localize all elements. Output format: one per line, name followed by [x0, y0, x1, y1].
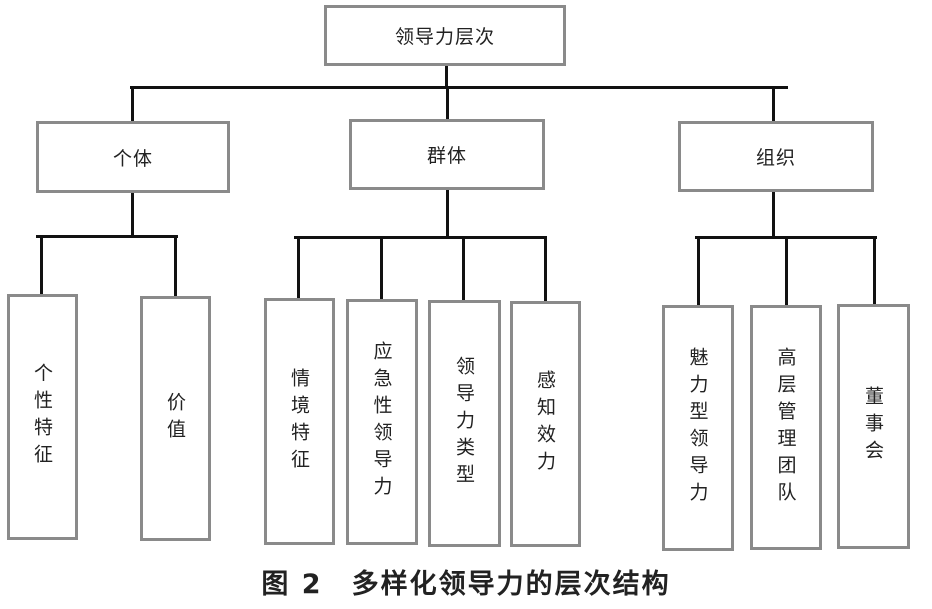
leaf-node-label: 领导力类型	[453, 356, 475, 491]
level-node-organization: 组织	[678, 121, 874, 192]
root-node: 领导力层次	[324, 5, 566, 66]
level-node-label: 个体	[112, 147, 153, 170]
figure-caption: 图 2 多样化领导力的层次结构	[261, 569, 671, 600]
level-bar	[130, 86, 788, 89]
leaf-node-label: 董事会	[862, 386, 884, 467]
leaf-node: 感知效力	[510, 301, 581, 547]
leaf-node-label: 情境特征	[288, 367, 310, 476]
leaf-node-label: 感知效力	[534, 370, 556, 478]
leaf-node-label: 价值	[164, 391, 186, 446]
org-leaf-drop	[785, 236, 788, 306]
leaf-node: 应急性领导力	[346, 299, 418, 545]
root-node-label: 领导力层次	[394, 26, 495, 48]
leaf-node: 魅力型领导力	[662, 305, 734, 551]
level-node-individual: 个体	[36, 121, 230, 193]
individual-leaf-drop	[40, 235, 43, 295]
group-leaf-drop	[380, 236, 383, 300]
leaf-node-label: 应急性领导力	[370, 341, 393, 503]
individual-leaf-drop	[174, 235, 177, 297]
level-node-label: 组织	[755, 147, 796, 169]
group-stem	[446, 188, 449, 238]
org-leaf-drop	[873, 236, 876, 306]
group-leaf-drop	[544, 236, 547, 302]
leaf-node: 董事会	[837, 304, 910, 549]
level-node-label: 群体	[426, 145, 467, 167]
individual-drop	[131, 86, 134, 122]
org-stem	[772, 191, 775, 238]
level-node-group: 群体	[349, 119, 545, 190]
group-drop	[446, 86, 449, 120]
leaf-node-label: 魅力型领导力	[686, 347, 709, 509]
group-bar	[294, 236, 546, 239]
leaf-node: 领导力类型	[428, 300, 501, 547]
leaf-node-label: 高层管理团队	[774, 346, 797, 509]
group-leaf-drop	[462, 236, 465, 301]
org-leaf-drop	[697, 236, 700, 306]
individual-stem	[131, 192, 134, 237]
leaf-node-label: 个性特征	[31, 363, 53, 471]
leaf-node: 个性特征	[7, 294, 78, 540]
root-stem	[445, 64, 448, 88]
leaf-node: 情境特征	[264, 298, 335, 545]
individual-bar	[36, 235, 178, 238]
group-leaf-drop	[297, 236, 300, 299]
leaf-node: 高层管理团队	[750, 305, 822, 550]
leaf-node: 价值	[140, 296, 211, 541]
org-drop	[772, 86, 775, 122]
